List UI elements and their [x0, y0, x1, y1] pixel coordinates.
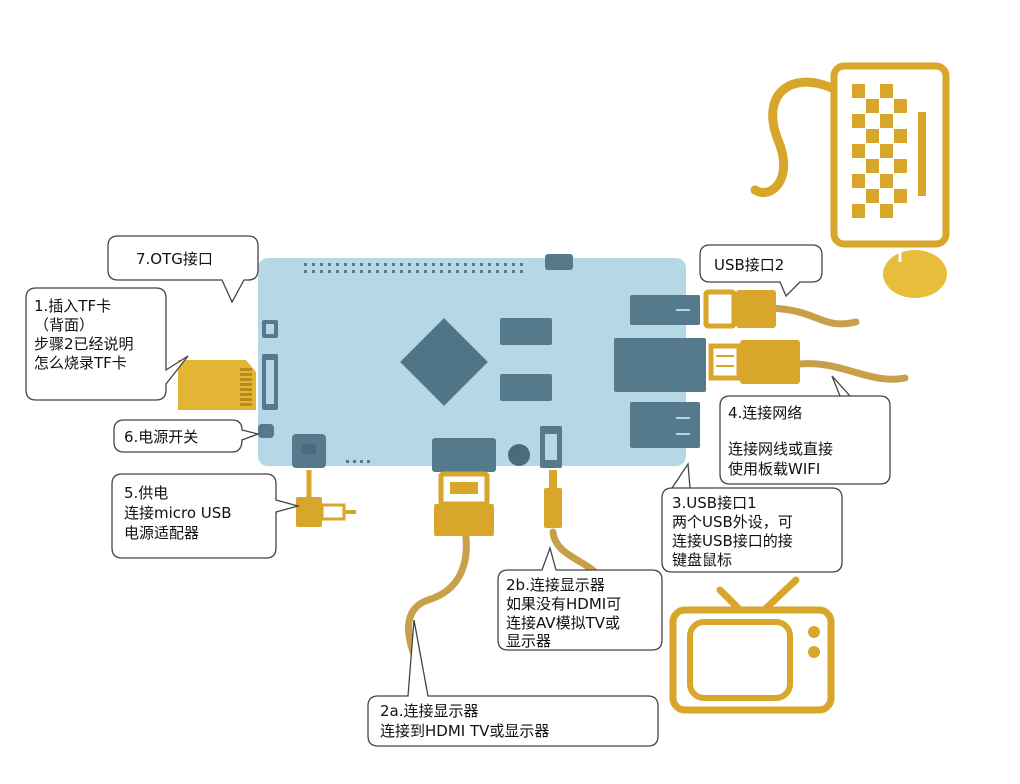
callout-switch-text: 6.电源开关	[124, 428, 198, 446]
callout-network-bubble	[719, 375, 891, 485]
callout-switch-bubble	[113, 419, 261, 453]
callout-network-text: 4.连接网络 连接网线或直接 使用板载WIFI	[728, 404, 838, 478]
callout-av-bubble	[497, 545, 663, 651]
usb-plug-icon	[703, 289, 776, 329]
keyboard-icon	[750, 62, 950, 248]
callout-power-bubble	[111, 473, 301, 559]
callout-usb1-bubble	[661, 462, 843, 573]
callout-usb1-text: 3.USB接口1 两个USB外设，可 连接USB接口的接 键盘鼠标	[672, 494, 798, 569]
callout-av-text: 2b.连接显示器 如果没有HDMI可 连接AV模拟TV或 显示器	[506, 576, 626, 650]
tf-card-icon	[178, 360, 256, 410]
ethernet-plug-icon	[708, 340, 800, 384]
single-board-computer-icon	[258, 254, 706, 472]
tv-icon	[669, 576, 835, 714]
callout-hdmi-bubble	[367, 619, 659, 747]
callout-hdmi-text: 2a.连接显示器 连接到HDMI TV或显示器	[380, 702, 549, 740]
mouse-icon	[883, 250, 947, 298]
callout-power-text: 5.供电 连接micro USB 电源适配器	[124, 484, 236, 542]
callout-usb2-text: USB接口2	[714, 256, 784, 274]
callout-otg-text: 7.OTG接口	[136, 250, 213, 268]
hdmi-plug-icon	[434, 471, 494, 536]
callout-otg-bubble	[107, 235, 259, 304]
callout-tf-bubble	[25, 287, 189, 401]
power-plug-icon	[296, 470, 356, 527]
av-plug-icon	[544, 470, 562, 528]
callout-tf-text: 1.插入TF卡 （背面） 步骤2已经说明 怎么烧录TF卡	[34, 297, 138, 372]
callout-usb2-bubble	[699, 244, 823, 298]
